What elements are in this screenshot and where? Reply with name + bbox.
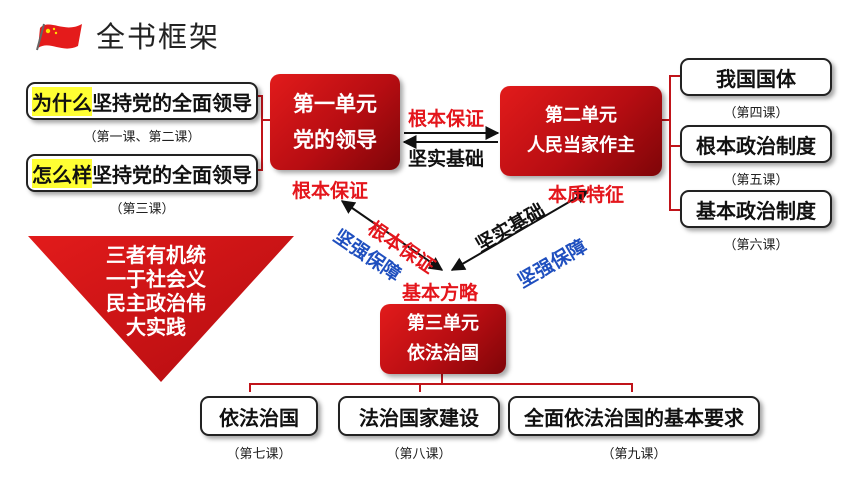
unit-1-title: 第一单元 — [293, 92, 377, 116]
right-item-genben: 根本政治制度 — [680, 125, 832, 163]
summary-triangle — [28, 236, 294, 382]
left-item-why-text: 坚持党的全面领导 — [92, 90, 252, 115]
unit-1-subtitle: 党的领导 — [293, 128, 377, 152]
unit-3-box: 第三单元 依法治国 — [380, 304, 506, 374]
relation-u1-top-left: 根本保证 — [292, 180, 369, 202]
triangle-line-4: 大实践 — [126, 315, 186, 339]
lesson-9: （第九课） — [601, 447, 667, 462]
unit-2-subtitle: 人民当家作主 — [527, 135, 635, 156]
triangle-line-1: 三者有机统 — [106, 243, 206, 267]
lesson-3: （第三课） — [109, 202, 175, 217]
unit-3-subtitle: 依法治国 — [407, 343, 479, 364]
left-item-how-text: 坚持党的全面领导 — [92, 162, 252, 187]
left-item-how: 怎么样坚持党的全面领导 — [26, 154, 258, 192]
right-item-guoti: 我国国体 — [680, 58, 832, 96]
relation-u2-u1: 坚实基础 — [408, 148, 485, 170]
lesson-6: （第六课） — [723, 238, 789, 253]
triangle-line-2: 一于社会义 — [106, 267, 206, 291]
highlight-how: 怎么样 — [32, 158, 92, 188]
bottom-item-yifa: 依法治国 — [200, 396, 318, 436]
triangle-text: 三者有机统 一于社会义 民主政治伟 大实践 — [86, 243, 226, 339]
bottom-item-quanmian: 全面依法治国的基本要求 — [508, 396, 760, 436]
relation-u3-top: 基本方略 — [402, 282, 479, 304]
unit-2-title: 第二单元 — [545, 105, 617, 126]
left-item-why: 为什么坚持党的全面领导 — [26, 82, 258, 120]
lesson-1-2: （第一课、第二课） — [83, 130, 201, 145]
relation-u1-u2: 根本保证 — [408, 108, 485, 130]
relation-u2-u3-red: 本质特征 — [548, 184, 625, 206]
lesson-8: （第八课） — [386, 447, 452, 462]
unit-3-title: 第三单元 — [407, 313, 479, 334]
triangle-line-3: 民主政治伟 — [106, 291, 206, 315]
lesson-5: （第五课） — [723, 173, 789, 188]
highlight-why: 为什么 — [32, 86, 92, 116]
red-flag-icon — [36, 23, 82, 51]
unit-2-box: 第二单元 人民当家作主 — [500, 86, 662, 176]
unit-1-box: 第一单元 党的领导 — [270, 74, 400, 170]
page-title: 全书框架 — [96, 20, 221, 54]
bottom-item-fazhi: 法治国家建设 — [338, 396, 500, 436]
lesson-4: （第四课） — [723, 106, 789, 121]
right-item-jiben: 基本政治制度 — [680, 190, 832, 228]
lesson-7: （第七课） — [226, 447, 292, 462]
